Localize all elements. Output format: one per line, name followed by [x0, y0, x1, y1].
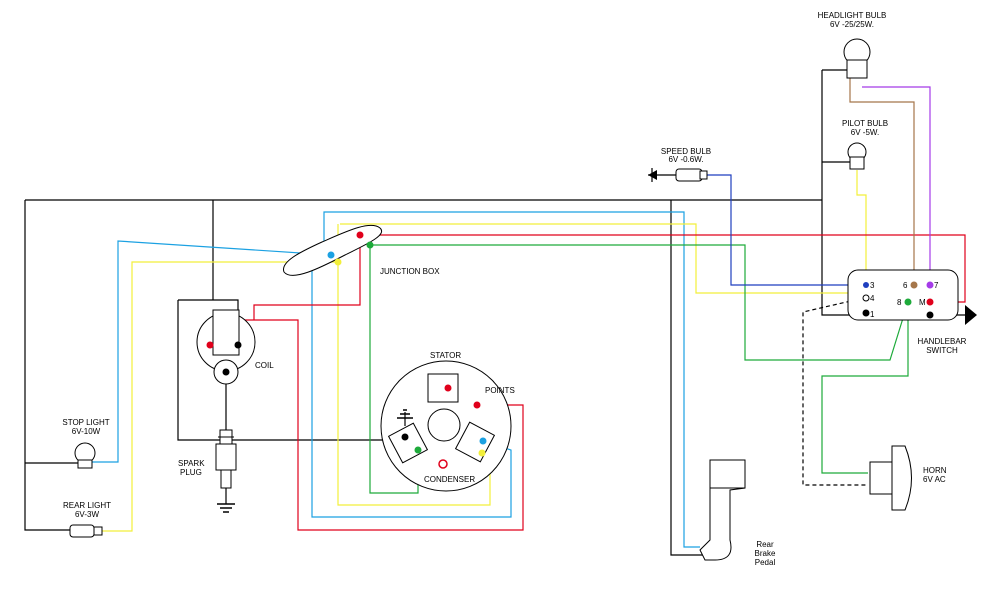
labels: HEADLIGHT BULB 6V -25/25W. PILOT BULB 6V… — [62, 11, 966, 567]
black-wires — [24, 69, 968, 556]
rear-brake-label-3: Pedal — [755, 558, 776, 567]
stator — [380, 360, 512, 492]
switch-terminal-m — [926, 298, 934, 306]
rear-brake-label-2: Brake — [755, 549, 776, 558]
switch-terminal-3 — [863, 282, 869, 288]
switch-terminal-m-label: M — [919, 298, 926, 307]
spark-plug — [215, 429, 237, 513]
switch-terminal-6 — [910, 281, 918, 289]
handlebar-switch-label-1: HANDLEBAR — [918, 337, 967, 346]
rear-brake-label-1: Rear — [756, 540, 774, 549]
spark-plug-label-1: SPARK — [178, 459, 205, 468]
handlebar-switch — [847, 269, 977, 325]
stator-label: STATOR — [430, 351, 461, 360]
pilot-bulb-label: PILOT BULB — [842, 119, 888, 128]
switch-terminal-4-label: 4 — [870, 294, 875, 303]
pilot-bulb-spec: 6V -5W. — [851, 128, 879, 137]
purple-wire — [862, 86, 931, 285]
rear-light — [69, 524, 103, 538]
headlight-bulb-spec: 6V -25/25W. — [830, 20, 874, 29]
switch-terminal-8 — [904, 298, 912, 306]
speed-bulb — [648, 168, 708, 182]
switch-terminal-1 — [862, 309, 870, 317]
switch-terminal-6-label: 6 — [903, 281, 908, 290]
spark-plug-label-2: PLUG — [180, 468, 202, 477]
rear-brake-pedal — [699, 459, 746, 561]
stop-light-label: STOP LIGHT — [62, 418, 109, 427]
dark-blue-wire — [706, 174, 866, 286]
speed-bulb-label: SPEED BULB — [661, 147, 711, 156]
headlight-bulb-label: HEADLIGHT BULB — [818, 11, 887, 20]
coil-label: COIL — [255, 361, 274, 370]
coil — [196, 309, 256, 385]
rear-light-spec: 6V-3W — [75, 510, 99, 519]
dashed-wire — [802, 297, 868, 486]
switch-terminal-m-ground — [926, 311, 934, 319]
horn-spec: 6V AC — [923, 475, 946, 484]
points-label: POINTS — [485, 386, 515, 395]
switch-terminal-1-label: 1 — [870, 310, 875, 319]
stop-light — [74, 442, 96, 469]
switch-terminal-7-label: 7 — [934, 281, 939, 290]
headlight-bulb — [843, 38, 871, 79]
switch-terminal-8-label: 8 — [897, 298, 902, 307]
junction-box-label: JUNCTION BOX — [380, 267, 440, 276]
switch-terminal-4 — [862, 294, 870, 302]
switch-terminal-7 — [926, 281, 934, 289]
handlebar-switch-label-2: SWITCH — [926, 346, 958, 355]
horn-label: HORN — [923, 466, 947, 475]
pilot-bulb — [847, 142, 867, 170]
condenser-label: CONDENSER — [424, 475, 475, 484]
brown-wire — [849, 78, 915, 285]
switch-terminal-3-label: 3 — [870, 281, 875, 290]
stop-light-spec: 6V-10W — [72, 427, 101, 436]
speed-bulb-spec: 6V -0.6W. — [668, 155, 703, 164]
junction-box — [283, 224, 383, 276]
horn — [869, 445, 912, 511]
rear-light-label: REAR LIGHT — [63, 501, 111, 510]
